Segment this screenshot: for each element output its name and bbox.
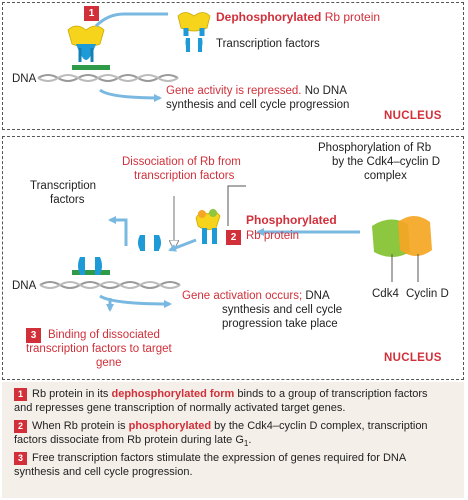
- leader-phos-desc: [227, 185, 246, 226]
- activation-text: Gene activation occurs; DNA: [182, 290, 330, 302]
- activation-text-2: synthesis and cell cycle: [222, 304, 343, 316]
- phos-desc-3: complex: [364, 170, 407, 182]
- dephos-rb-label: Dephosphorylated Rb protein: [216, 10, 381, 24]
- arrow-repressed: [99, 88, 162, 102]
- phosphorylated-rb-complex: [195, 209, 221, 244]
- cdk4-cyclin-d-complex: [372, 216, 432, 282]
- rb-protein-icon: [177, 12, 211, 36]
- free-transcription-factors: [138, 235, 161, 251]
- dna-label-panel2: DNA: [12, 280, 37, 292]
- cyclin-d-label: Cyclin D: [406, 288, 449, 300]
- tf-label-panel2-2: factors: [50, 194, 85, 206]
- legend-item-3-cont: synthesis and cell cycle progression.: [14, 466, 193, 478]
- repressed-text-2: synthesis and cell cycle progression: [166, 99, 350, 111]
- legend-item-2-cont: factors dissociate from Rb protein durin…: [14, 434, 252, 449]
- bound-transcription-factors: [78, 257, 102, 275]
- step-badge-2: 2: [226, 230, 241, 245]
- rb-protein-complex-panel1: [67, 25, 105, 62]
- dissociation-label: Dissociation of Rb from: [122, 156, 241, 168]
- dna-label-panel1: DNA: [12, 73, 37, 85]
- binding-label-2: transcription factors to target: [26, 343, 172, 355]
- phos-desc-1: Phosphorylation of Rb: [318, 142, 432, 154]
- binding-label: Binding of dissociated: [48, 329, 160, 341]
- arrow-activation: [99, 294, 172, 308]
- legend-badge-1: 1: [14, 388, 27, 401]
- target-gene-panel2: [72, 270, 110, 275]
- phos-rb-label-2: Rb protein: [246, 230, 300, 242]
- nucleus-label-2: NUCLEUS: [384, 352, 442, 364]
- arrow-tf-to-label: [108, 216, 128, 246]
- tf-label-panel2: Transcription: [30, 180, 97, 192]
- arrow-rb-to-label: [94, 12, 168, 28]
- arrow-release-tf: [168, 238, 197, 252]
- binding-label-3: gene: [96, 357, 122, 369]
- legend-badge-3: 3: [14, 452, 27, 465]
- dna-helix-panel2: [39, 281, 181, 289]
- nucleus-panel-repressed: [2, 2, 464, 130]
- step-badge-3: 3: [26, 328, 41, 343]
- dna-helix-panel1: [37, 74, 179, 82]
- phos-rb-label: Phosphorylated: [246, 213, 337, 227]
- nucleus-label-1: NUCLEUS: [384, 110, 442, 122]
- dissociation-label-2: transcription factors: [134, 170, 235, 182]
- phos-desc-2: by the Cdk4–cyclin D: [332, 156, 441, 168]
- legend-item-1-cont: and represses gene transcription of norm…: [14, 402, 346, 414]
- cdk4-label: Cdk4: [372, 288, 399, 300]
- tf-label-panel1: Transcription factors: [216, 38, 320, 50]
- nucleus-panel-activated: [2, 136, 464, 380]
- transcription-factor-icon: [185, 38, 203, 52]
- legend-badge-2: 2: [14, 420, 27, 433]
- target-gene-panel1: [72, 65, 110, 70]
- activation-text-3: progression take place: [222, 318, 338, 330]
- repressed-text: Gene activity is repressed. No DNA: [166, 85, 347, 97]
- step-badge-1: 1: [84, 6, 99, 21]
